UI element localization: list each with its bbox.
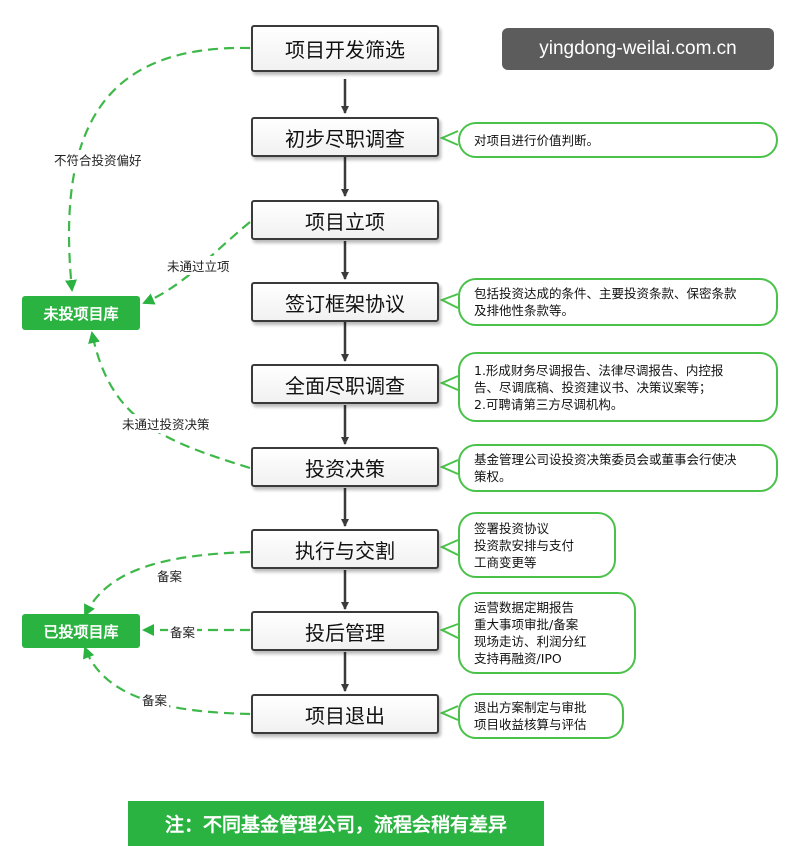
note-line: 策权。 (474, 469, 512, 484)
step-preliminary-due-diligence: 初步尽职调查 (251, 117, 439, 157)
note-investment-decision: 基金管理公司设投资决策委员会或董事会行使决 策权。 (458, 444, 778, 492)
step-investment-decision: 投资决策 (251, 447, 439, 487)
site-watermark: yingdong-weilai.com.cn (502, 28, 774, 70)
note-post-investment: 运营数据定期报告 重大事项审批/备案 现场走访、利润分红 支持再融资/IPO (458, 592, 636, 674)
note-pointer (439, 375, 459, 391)
edge-label-not-decided: 未通过投资决策 (120, 414, 212, 433)
note-exit: 退出方案制定与审批 项目收益核算与评估 (458, 693, 624, 739)
library-not-invested: 未投项目库 (22, 296, 140, 330)
note-line: 1.形成财务尽调报告、法律尽调报告、内控报 (474, 362, 724, 378)
note-full-dd: 1.形成财务尽调报告、法律尽调报告、内控报 告、尽调底稿、投资建议书、决策议案等… (458, 352, 778, 422)
note-pointer (439, 293, 459, 309)
edge-label-not-approved: 未通过立项 (165, 256, 232, 275)
step-project-screening: 项目开发筛选 (251, 25, 439, 72)
step-framework-agreement: 签订框架协议 (251, 282, 439, 322)
note-line: 2.可聘请第三方尽调机构。 (474, 396, 624, 412)
note-preliminary-dd: 对项目进行价值判断。 (458, 122, 778, 158)
note-pointer (439, 705, 459, 721)
note-line: 对项目进行价值判断。 (474, 132, 600, 148)
note-execution: 签署投资协议 投资款安排与支付 工商变更等 (458, 512, 616, 578)
note-line: 及排他性条款等。 (474, 303, 575, 318)
edge-label-filing-1: 备案 (155, 566, 185, 585)
edge-filing-3 (83, 646, 251, 716)
note-pointer (439, 130, 459, 146)
step-project-approval: 项目立项 (251, 200, 439, 240)
library-invested: 已投项目库 (22, 614, 140, 648)
note-line: 重大事项审批/备案 (474, 617, 579, 632)
edge-not-decided (88, 331, 251, 470)
footer-note: 注：不同基金管理公司，流程会稍有差异 (128, 801, 544, 846)
edge-label-filing-3: 备案 (140, 690, 170, 709)
edge-not-fit (65, 46, 251, 292)
step-full-due-diligence: 全面尽职调查 (251, 364, 439, 404)
edge-label-not-fit: 不符合投资偏好 (52, 150, 144, 169)
note-line: 投资款安排与支付 (474, 537, 575, 553)
note-framework-agreement: 包括投资达成的条件、主要投资条款、保密条款 及排他性条款等。 (458, 278, 778, 326)
note-pointer (439, 623, 459, 639)
note-line: 支持再融资/IPO (474, 651, 562, 666)
edge-filing-1 (84, 550, 251, 617)
note-line: 运营数据定期报告 (474, 600, 575, 615)
step-execution-closing: 执行与交割 (251, 529, 439, 569)
edge-label-filing-2: 备案 (168, 622, 198, 641)
note-line: 退出方案制定与审批 (474, 700, 587, 715)
step-post-investment: 投后管理 (251, 611, 439, 651)
note-line: 告、尽调底稿、投资建议书、决策议案等； (474, 379, 712, 395)
step-project-exit: 项目退出 (251, 694, 439, 734)
note-line: 项目收益核算与评估 (474, 717, 587, 732)
note-line: 基金管理公司设投资决策委员会或董事会行使决 (474, 452, 737, 467)
note-line: 签署投资协议 (474, 520, 550, 536)
note-line: 包括投资达成的条件、主要投资条款、保密条款 (474, 286, 737, 301)
note-pointer (439, 539, 459, 556)
note-line: 现场走访、利润分红 (474, 634, 587, 649)
note-line: 工商变更等 (474, 554, 537, 570)
note-pointer (439, 459, 459, 475)
